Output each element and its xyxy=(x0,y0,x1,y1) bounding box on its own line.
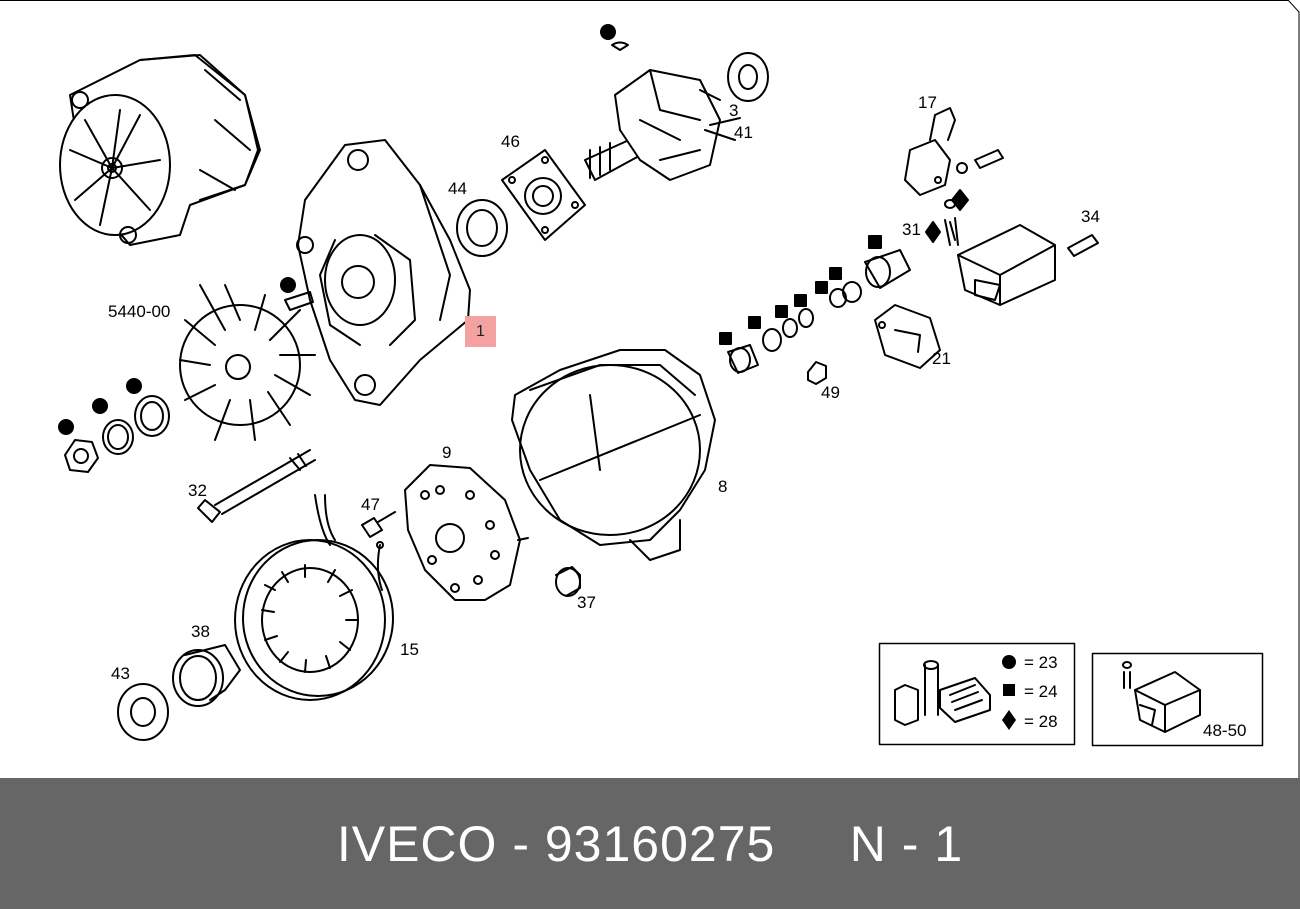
legend-square-symbol xyxy=(1003,684,1015,696)
through-bolt-32 xyxy=(197,449,316,523)
exploded-diagram: 5440-00 44 46 3 41 17 34 31 1 21 49 9 8 … xyxy=(0,0,1300,778)
label-5440-00: 5440-00 xyxy=(108,302,171,321)
stator-15 xyxy=(234,494,394,701)
label-44: 44 xyxy=(448,179,467,198)
label-15: 15 xyxy=(400,640,419,659)
small-parts-row xyxy=(719,235,911,385)
footer-bar: IVECO - 93160275 N - 1 xyxy=(0,778,1300,909)
footer-part-number: 93160275 xyxy=(544,815,776,872)
label-1-highlight[interactable]: 1 xyxy=(465,316,496,347)
kit-number-text: 48-50 xyxy=(1203,721,1247,740)
brush-holder-17 xyxy=(904,107,1004,246)
footer-gap xyxy=(775,815,849,873)
footer-item: N - 1 xyxy=(849,815,964,872)
rotor-shaft xyxy=(584,24,769,181)
legend-circle-symbol xyxy=(1002,655,1016,669)
label-8: 8 xyxy=(718,477,728,496)
label-47: 47 xyxy=(361,495,380,514)
retainer-plate-46 xyxy=(501,149,586,241)
bolt-47 xyxy=(361,511,396,538)
small-bolt xyxy=(280,277,314,311)
legend-square-text: = 24 xyxy=(1024,682,1058,701)
label-34: 34 xyxy=(1081,207,1100,226)
legend-kit-illustration xyxy=(894,660,991,726)
label-31: 31 xyxy=(902,220,921,239)
label-49: 49 xyxy=(821,383,840,402)
label-21: 21 xyxy=(932,349,951,368)
label-3: 3 xyxy=(729,101,739,120)
cover-plate-21 xyxy=(874,304,941,369)
spacer-38 xyxy=(172,644,241,707)
label-9: 9 xyxy=(442,443,452,462)
legend-diamond-text: = 28 xyxy=(1024,712,1058,731)
voltage-regulator xyxy=(925,221,1099,306)
label-43: 43 xyxy=(111,664,130,683)
footer-brand: IVECO xyxy=(336,815,498,872)
label-37: 37 xyxy=(577,593,596,612)
fan-wheel xyxy=(179,284,316,441)
label-41: 41 xyxy=(734,123,753,142)
bushing-37 xyxy=(555,566,581,597)
alternator-assembly xyxy=(59,54,261,246)
rectifier-plate xyxy=(404,464,529,601)
label-46: 46 xyxy=(501,132,520,151)
bearing-43 xyxy=(117,683,169,741)
drive-end-housing xyxy=(296,139,471,406)
legend-circle-text: = 23 xyxy=(1024,653,1058,672)
regulator-kit-illustration xyxy=(1122,661,1201,733)
label-32: 32 xyxy=(188,481,207,500)
diagram-drawing xyxy=(0,0,1300,778)
legend-diamond-symbol xyxy=(1002,710,1016,730)
footer-separator: - xyxy=(497,815,545,872)
label-17: 17 xyxy=(918,93,937,112)
bearing-44 xyxy=(456,199,508,257)
slip-ring-end-housing xyxy=(511,349,716,561)
label-38: 38 xyxy=(191,622,210,641)
nut-washers xyxy=(58,378,170,473)
